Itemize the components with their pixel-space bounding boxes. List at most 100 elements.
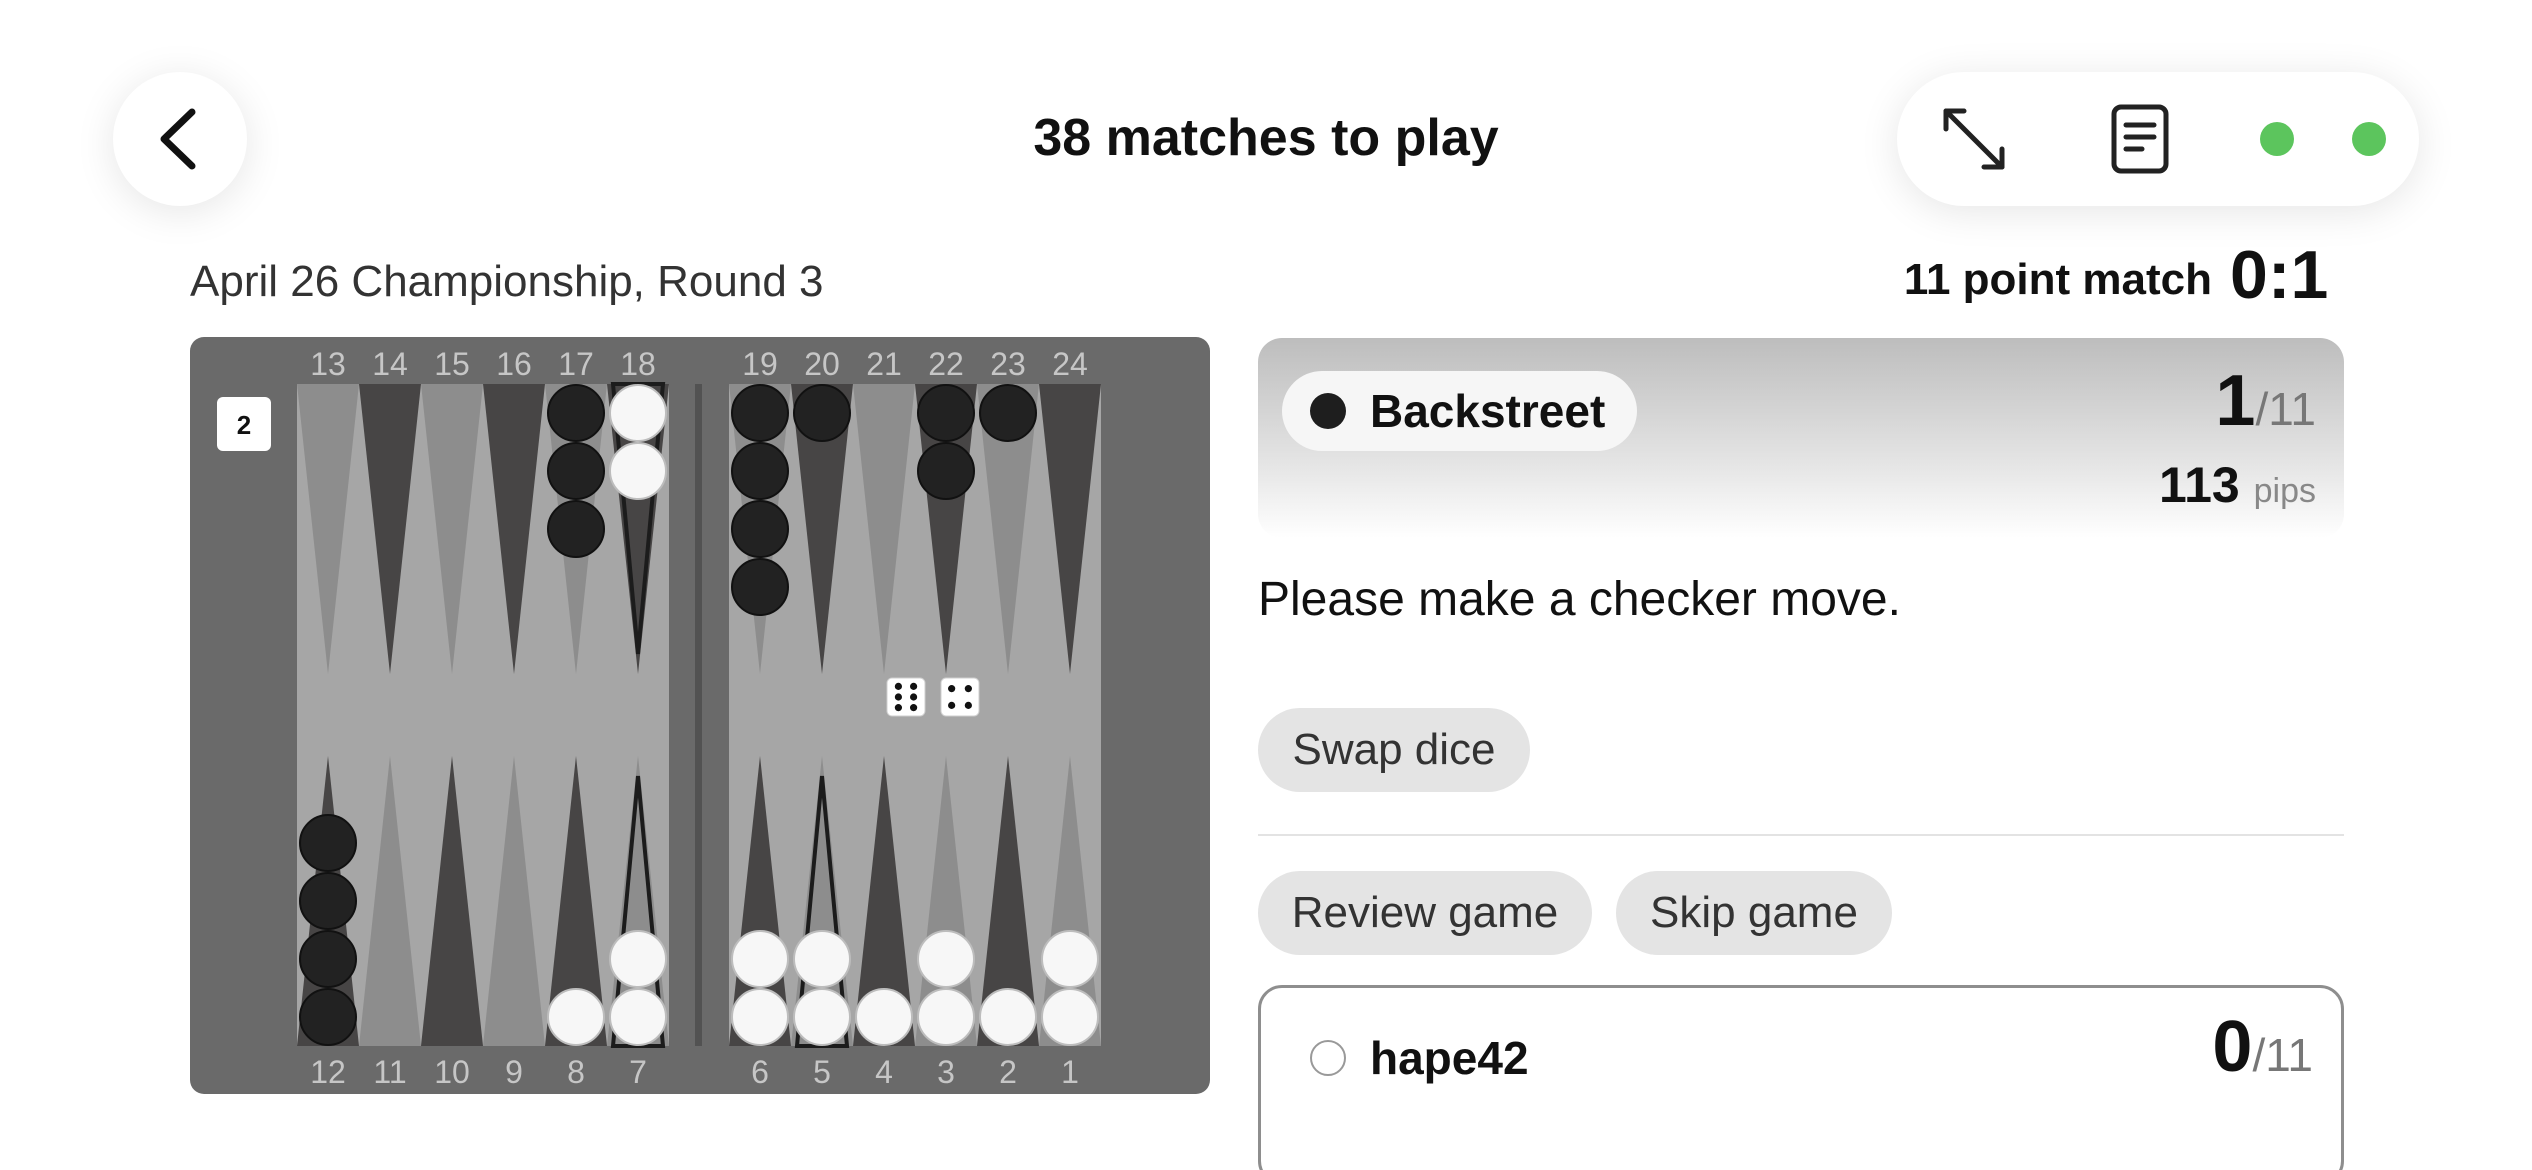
player-score-target: /11 (2255, 383, 2316, 435)
white-checker[interactable] (609, 384, 667, 442)
point-label-1: 1 (1061, 1054, 1079, 1090)
point-label-18: 18 (620, 346, 656, 382)
point-label-6: 6 (751, 1054, 769, 1090)
pip-count: 113 pips (2159, 456, 2316, 514)
black-checker[interactable] (731, 384, 789, 442)
point-label-10: 10 (434, 1054, 470, 1090)
swap-dice-button[interactable]: Swap dice (1258, 708, 1530, 792)
point-16[interactable] (483, 384, 545, 674)
white-checker[interactable] (855, 988, 913, 1046)
expand-arrows-icon (1943, 108, 2005, 170)
black-checker[interactable] (547, 500, 605, 558)
point-8[interactable] (545, 756, 607, 1046)
board-bar (695, 384, 702, 1046)
player-score-value: 1 (2215, 361, 2256, 441)
white-checker-icon (1310, 1040, 1346, 1076)
black-checker[interactable] (979, 384, 1037, 442)
point-label-20: 20 (804, 346, 840, 382)
black-checker[interactable] (547, 384, 605, 442)
doubling-cube[interactable] (217, 397, 271, 451)
fullscreen-button[interactable] (1937, 102, 2011, 176)
chevron-left-icon (160, 108, 196, 170)
point-13[interactable] (297, 384, 359, 674)
skip-game-button[interactable]: Skip game (1616, 871, 1892, 955)
black-checker[interactable] (731, 500, 789, 558)
point-21[interactable] (853, 384, 915, 674)
white-checker[interactable] (793, 988, 851, 1046)
white-checker[interactable] (979, 988, 1037, 1046)
die-1[interactable] (886, 677, 926, 717)
opponent-name-pill: hape42 (1282, 1018, 1561, 1098)
black-checker[interactable] (299, 930, 357, 988)
point-15[interactable] (421, 384, 483, 674)
point-label-17: 17 (558, 346, 594, 382)
status-dot-player (2260, 122, 2294, 156)
pip-count-value: 113 (2159, 457, 2240, 513)
point-label-19: 19 (742, 346, 778, 382)
player-card-hape42: hape42 0/11 (1258, 985, 2344, 1170)
pip-count-unit: pips (2253, 472, 2316, 510)
die-1-pip (910, 682, 918, 690)
white-checker[interactable] (547, 988, 605, 1046)
point-label-14: 14 (372, 346, 408, 382)
die-1-pip (910, 704, 918, 712)
white-checker[interactable] (609, 988, 667, 1046)
black-checker[interactable] (299, 814, 357, 872)
point-24[interactable] (1039, 384, 1101, 674)
point-label-8: 8 (567, 1054, 585, 1090)
point-label-4: 4 (875, 1054, 893, 1090)
point-11[interactable] (359, 756, 421, 1046)
white-checker[interactable] (1041, 988, 1099, 1046)
die-1-pip (910, 693, 918, 701)
white-checker[interactable] (1041, 930, 1099, 988)
point-9[interactable] (483, 756, 545, 1046)
black-checker[interactable] (731, 558, 789, 616)
black-checker[interactable] (299, 988, 357, 1046)
point-4[interactable] (853, 756, 915, 1046)
point-20[interactable] (791, 384, 853, 674)
match-score: 0:1 (2230, 237, 2329, 313)
black-checker[interactable] (731, 442, 789, 500)
black-checker-icon (1310, 393, 1346, 429)
point-label-3: 3 (937, 1054, 955, 1090)
white-checker[interactable] (917, 988, 975, 1046)
doubling-cube-value: 2 (237, 410, 251, 440)
black-checker[interactable] (299, 872, 357, 930)
player-name: Backstreet (1370, 385, 1606, 437)
white-checker[interactable] (917, 930, 975, 988)
point-14[interactable] (359, 384, 421, 674)
die-2[interactable] (940, 677, 980, 717)
black-checker[interactable] (917, 442, 975, 500)
white-checker[interactable] (731, 988, 789, 1046)
document-icon (2111, 104, 2169, 174)
point-10[interactable] (421, 756, 483, 1046)
notes-button[interactable] (2103, 102, 2177, 176)
white-checker[interactable] (793, 930, 851, 988)
review-game-button[interactable]: Review game (1258, 871, 1592, 955)
page-title: 38 matches to play (1033, 109, 1499, 167)
die-1-pip (894, 693, 903, 701)
black-checker[interactable] (917, 384, 975, 442)
white-checker[interactable] (609, 930, 667, 988)
black-checker[interactable] (793, 384, 851, 442)
black-checker[interactable] (547, 442, 605, 500)
point-label-5: 5 (813, 1054, 831, 1090)
point-label-2: 2 (999, 1054, 1017, 1090)
point-label-15: 15 (434, 346, 470, 382)
move-instruction: Please make a checker move. (1258, 573, 1901, 626)
player-name-pill: Backstreet (1282, 371, 1638, 451)
player-card-backstreet: Backstreet 1/11 113 pips (1258, 338, 2344, 538)
white-checker[interactable] (731, 930, 789, 988)
die-1-pip (894, 682, 903, 690)
point-label-23: 23 (990, 346, 1026, 382)
white-checker[interactable] (609, 442, 667, 500)
point-2[interactable] (977, 756, 1039, 1046)
point-label-9: 9 (505, 1054, 523, 1090)
tournament-label: April 26 Championship, Round 3 (190, 257, 824, 306)
match-length-label: 11 point match (1903, 255, 2212, 304)
opponent-score-value: 0 (2212, 1007, 2253, 1087)
back-button[interactable] (113, 72, 247, 206)
point-23[interactable] (977, 384, 1039, 674)
